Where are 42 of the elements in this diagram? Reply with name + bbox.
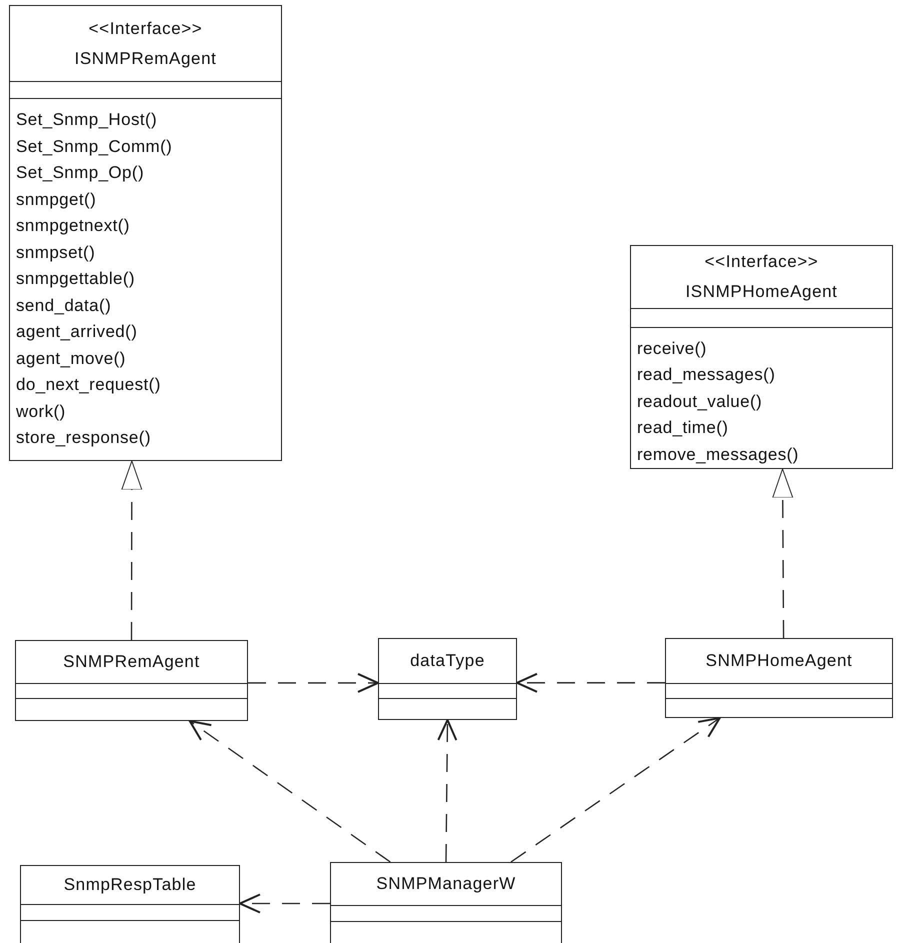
operation-label: snmpset() — [15, 242, 96, 264]
class-name: SNMPManagerW — [376, 873, 516, 895]
realization-arrow — [772, 468, 794, 638]
operation-label: snmpget() — [15, 188, 96, 210]
class-name: dataType — [410, 650, 485, 672]
operation-label: read_time() — [636, 417, 728, 439]
operation-label: snmpgetnext() — [15, 215, 130, 237]
operation-label: Set_Snmp_Op() — [15, 162, 144, 184]
realization-arrow — [121, 460, 142, 640]
dependency-arrow — [510, 717, 721, 863]
operation-label: snmpgettable() — [15, 268, 135, 290]
class-name: SNMPHomeAgent — [706, 650, 852, 672]
operation-label: do_next_request() — [15, 374, 161, 396]
class-name: ISNMPHomeAgent — [685, 280, 838, 303]
dependency-arrow — [188, 720, 391, 863]
class-box — [665, 638, 893, 718]
stereotype-label: <<Interface>> — [704, 250, 818, 273]
class-box — [330, 862, 562, 943]
class-box — [20, 865, 240, 943]
class-box — [378, 638, 517, 720]
dependency-arrow — [239, 894, 330, 914]
operation-label: remove_messages() — [636, 444, 799, 466]
class-name: ISNMPRemAgent — [74, 48, 216, 70]
class-name: SnmpRespTable — [64, 874, 196, 896]
interface-class-box — [9, 5, 282, 461]
dependency-arrow — [437, 719, 458, 862]
class-box — [15, 640, 248, 721]
dependency-arrow — [248, 672, 379, 693]
operation-label: store_response() — [15, 427, 151, 449]
operation-label: receive() — [636, 338, 707, 360]
operation-label: read_messages() — [636, 364, 776, 386]
operation-label: agent_arrived() — [15, 321, 138, 343]
dependency-arrow — [516, 672, 665, 693]
operation-label: agent_move() — [15, 348, 126, 370]
operation-label: readout_value() — [636, 390, 762, 412]
interface-class-box — [630, 245, 893, 469]
stereotype-label: <<Interface>> — [88, 18, 202, 40]
operation-label: send_data() — [15, 294, 112, 316]
operation-label: Set_Snmp_Comm() — [15, 136, 172, 158]
class-name: SNMPRemAgent — [63, 651, 200, 673]
operation-label: Set_Snmp_Host() — [15, 109, 158, 131]
operation-label: work() — [15, 400, 66, 422]
